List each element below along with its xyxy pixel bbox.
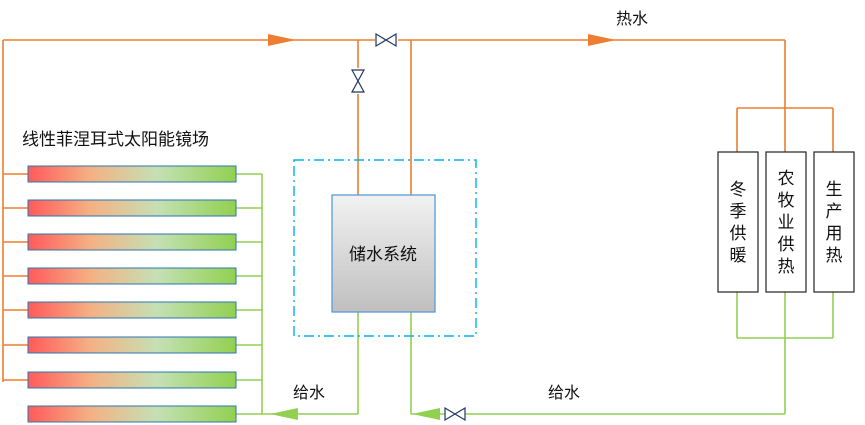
storage-tank[interactable] (331, 194, 436, 313)
collector-row (27, 336, 237, 354)
cold-flow-arrow-right (412, 408, 440, 420)
supply-water-label-left: 给水 (293, 383, 325, 402)
supply-water-label-right: 给水 (548, 383, 580, 402)
hot-flow-arrow-left (268, 34, 296, 46)
valve-bottom-icon[interactable] (444, 406, 466, 422)
storage-boundary (293, 159, 477, 337)
collector-row (27, 405, 237, 423)
collector-row (27, 267, 237, 285)
field-label: 线性菲涅耳式太阳能镜场 (22, 130, 209, 150)
collector-row (27, 165, 237, 183)
collector-row (27, 233, 237, 251)
collector-row (27, 371, 237, 389)
consumer-label-production: 生产用热 (826, 180, 843, 266)
consumer-box-production[interactable] (813, 151, 855, 293)
consumer-label-heating: 冬季供暖 (730, 180, 747, 266)
cold-flow-arrow-left (270, 408, 298, 420)
valve-bypass-icon[interactable] (350, 69, 366, 93)
collector-array (27, 165, 237, 423)
collector-row (27, 199, 237, 217)
valve-top-icon[interactable] (375, 32, 397, 48)
hot-flow-arrow-right (588, 34, 616, 46)
hot-water-label: 热水 (616, 9, 648, 28)
consumer-box-agriculture[interactable] (765, 151, 807, 293)
storage-label: 储水系统 (349, 245, 417, 265)
consumer-box-heating[interactable] (717, 151, 759, 293)
consumer-label-agriculture: 农牧业供热 (778, 169, 795, 277)
collector-row (27, 301, 237, 319)
